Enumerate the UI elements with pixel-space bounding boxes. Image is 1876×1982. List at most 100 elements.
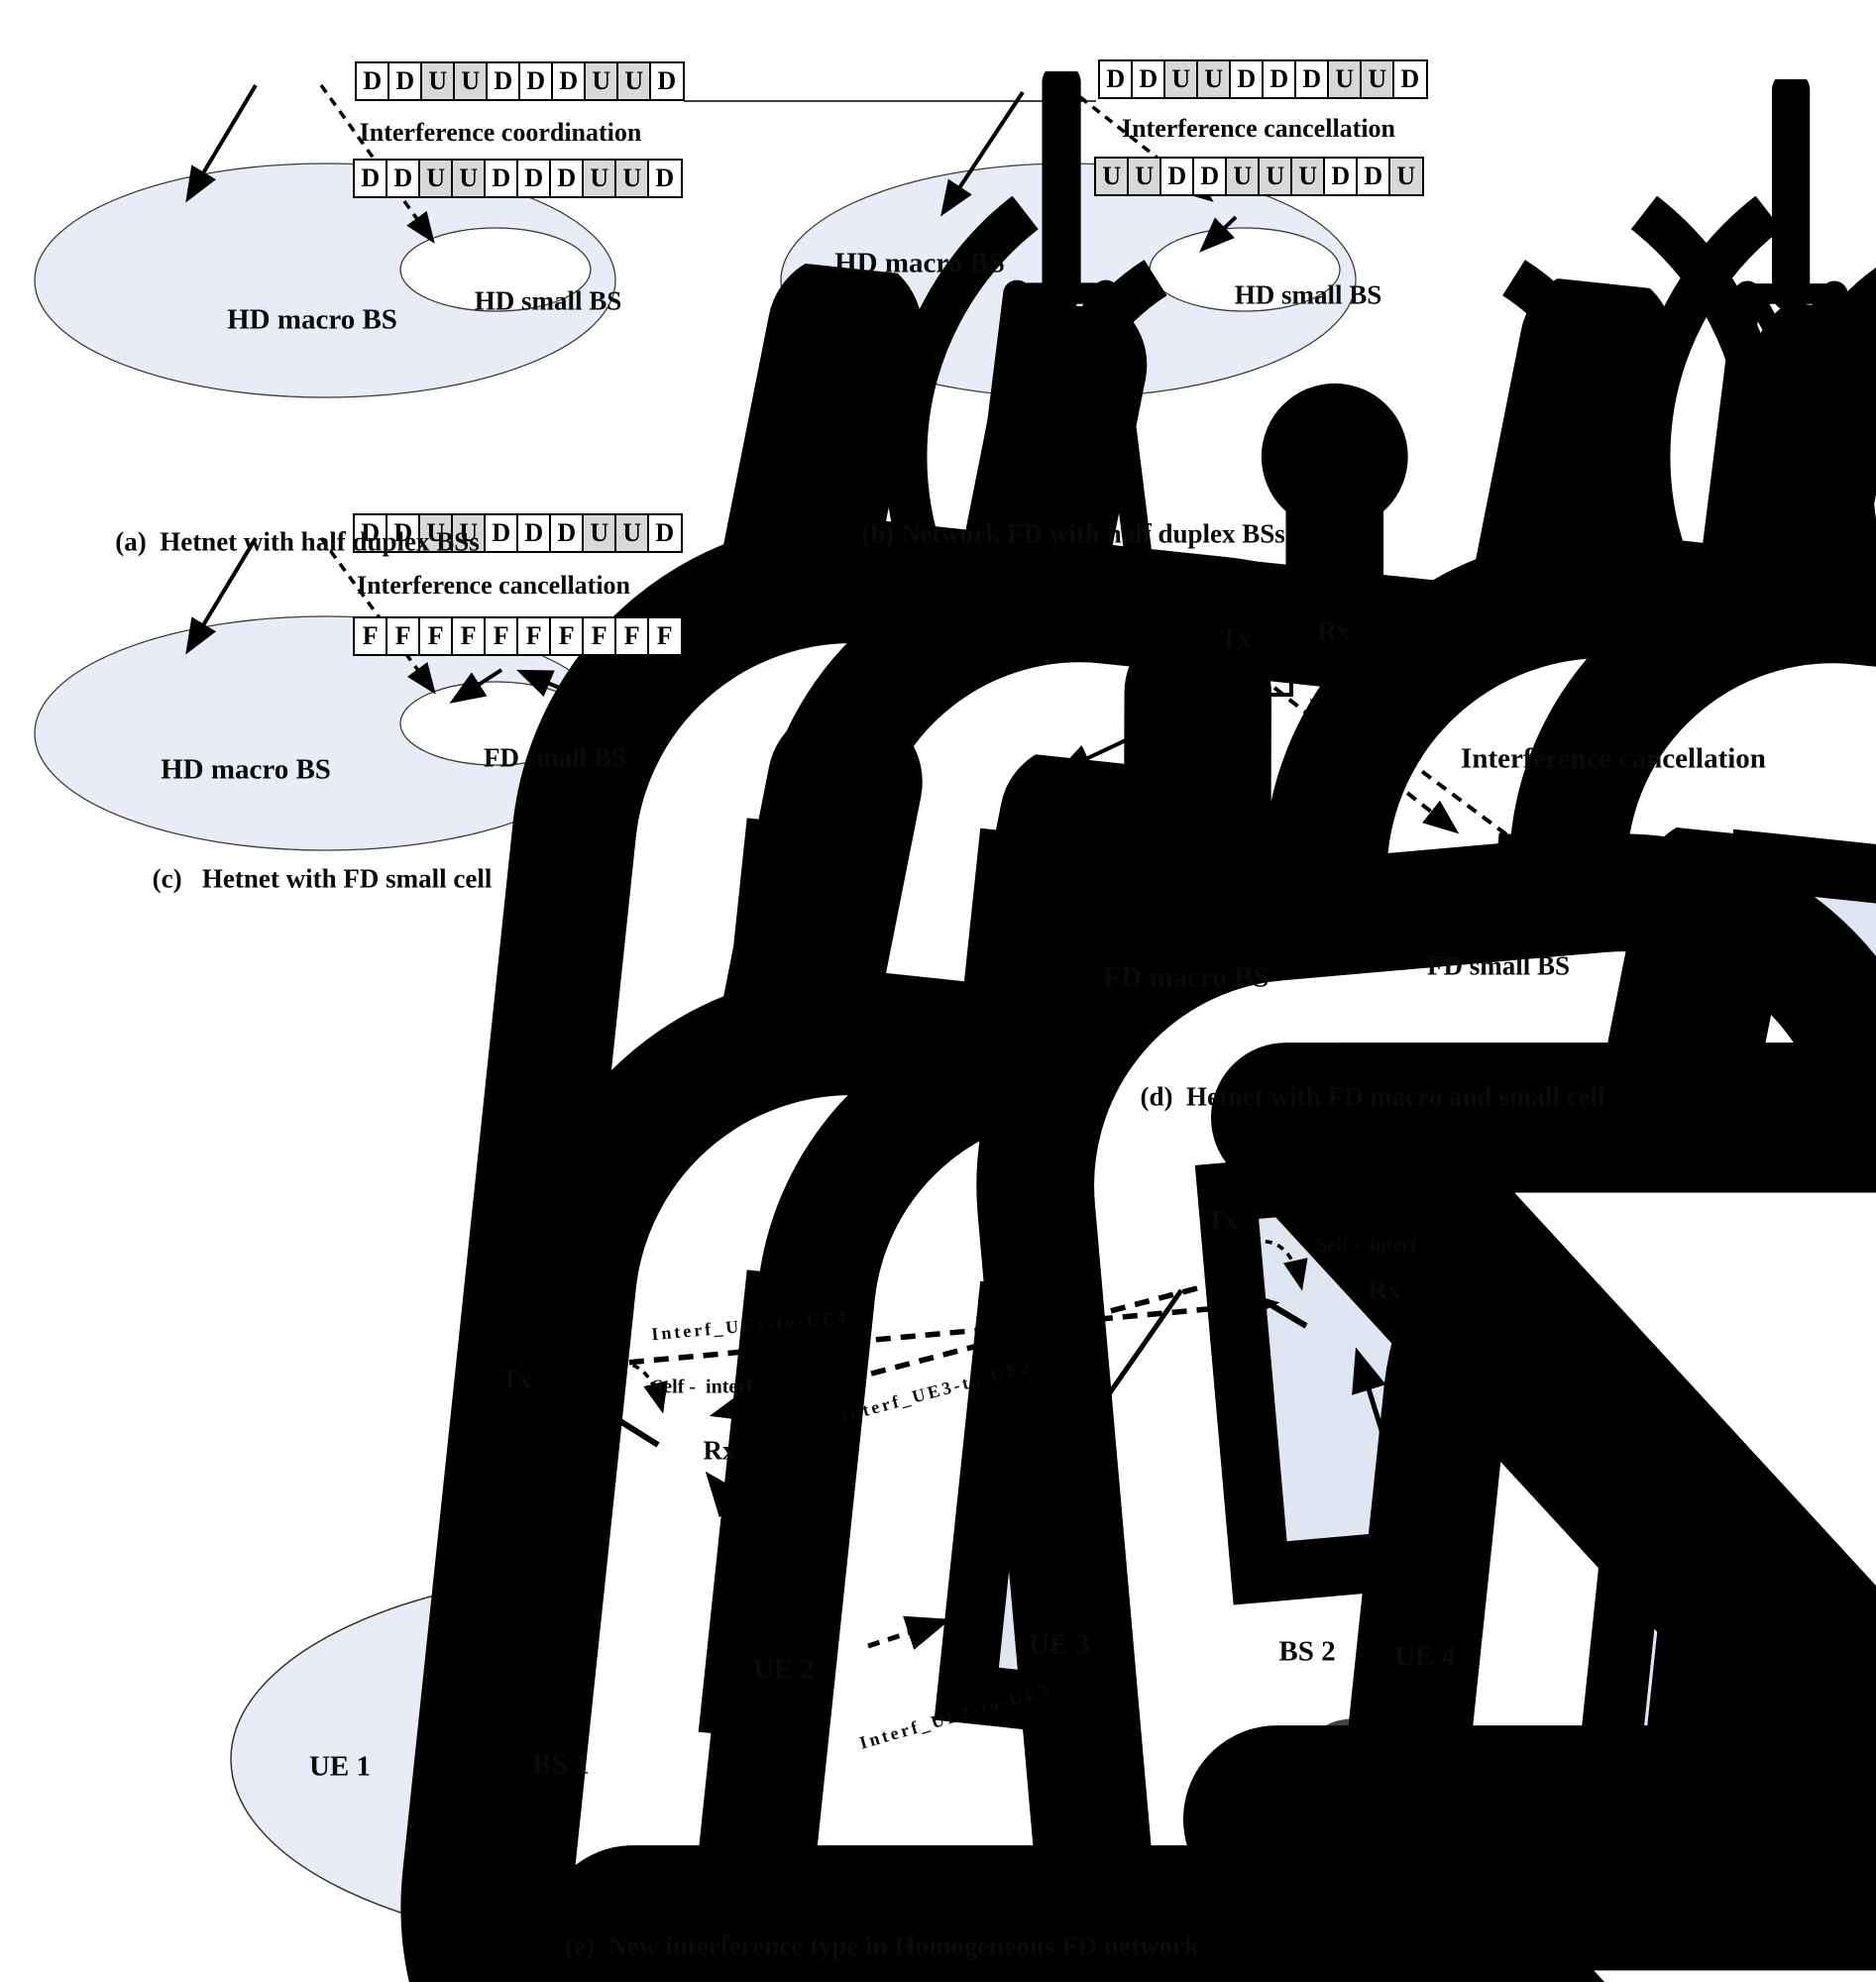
smallbs-to-rx-dashed-d [1317, 693, 1508, 836]
interference-coordination-label-a: Interference coordination [359, 118, 642, 147]
frame-cell: D [549, 159, 585, 198]
frame-cell: D [516, 159, 552, 198]
frame-cell: U [1196, 59, 1232, 99]
frame-cell: D [549, 513, 585, 553]
frame-cell: D [1392, 59, 1428, 99]
bs1-self-interf-label: Self - interf [652, 1376, 753, 1398]
frame-cell: D [647, 159, 683, 198]
downlink-arrow-b [940, 90, 1025, 217]
interf-ue3-to-ue2-dashed [709, 1285, 1198, 1423]
frame-cell: F [647, 616, 683, 656]
frame-cell: D [353, 159, 388, 198]
frame-cell: D [1159, 157, 1195, 196]
downlink-arrow-a [185, 83, 258, 203]
small-bs-label-a: HD small BS [474, 285, 622, 316]
small-cell-a [399, 227, 592, 312]
ue-to-smallbs-arrow-c [516, 669, 594, 704]
frame-cell: F [484, 616, 519, 656]
frame-cell: F [516, 616, 552, 656]
bs2-self-interference-arc [1228, 1240, 1308, 1291]
frame-cell: D [1356, 157, 1391, 196]
bs1-tx-label: Tx [500, 1364, 532, 1394]
frame-cell: D [1131, 59, 1166, 99]
smallbs-to-ue-arrow-b [1199, 215, 1238, 253]
caption-e: (e) New interference type in Homogeneous… [565, 1930, 1199, 1961]
frame-cell: D [1294, 59, 1330, 99]
antenna-bracket-bs1 [571, 1388, 660, 1448]
rx-label-d: Rx [1317, 615, 1351, 646]
bs1-self-interference-arc [584, 1362, 668, 1414]
small-bs-label-d: FD small BS [1426, 950, 1571, 981]
frame-cell: U [420, 61, 456, 101]
frame-cell: U [1225, 157, 1261, 196]
frame-cell: F [451, 616, 487, 656]
frame-cell: D [486, 61, 521, 101]
frame-cell: U [451, 159, 487, 198]
frame-cell: D [649, 61, 685, 101]
frame-cell: U [614, 159, 650, 198]
interf-ue2-to-ue3-dashed [867, 1615, 951, 1650]
tx-label-d: Tx [1220, 623, 1252, 654]
ue1-label: UE 1 [308, 1750, 372, 1783]
frame-cell: D [355, 61, 390, 101]
caption-d: (d) Hetnet with FD macro and small cell [1140, 1081, 1605, 1112]
macro-bs-label-a: HD macro BS [227, 303, 397, 336]
frame-cell: U [1127, 157, 1162, 196]
downlink-arrow-c [185, 536, 258, 655]
ue3-label: UE 3 [1028, 1628, 1091, 1661]
frame-cell: U [584, 61, 619, 101]
frame-cell: D [484, 513, 519, 553]
ue2-label: UE 2 [752, 1653, 816, 1686]
interference-cancellation-label-c: Interference cancellation [356, 571, 631, 600]
frame-cell: D [386, 513, 421, 553]
interference-cancellation-label-d: Interference cancellation [1461, 742, 1766, 775]
bs2-rx-antenna-icon [1380, 1877, 1876, 1982]
bs2-rx-label: Rx [1368, 1274, 1401, 1305]
tx-to-ue-arrow-d [1055, 692, 1226, 774]
ue4-to-bs2-rx-arrow [1352, 1347, 1414, 1527]
tx-to-smallbs-dashed-d [1272, 686, 1460, 834]
frame-cell: D [387, 61, 423, 101]
macro-bs-label-d: FD macro BS [1103, 961, 1269, 994]
caption-b: (b) Network FD with half duplex BSs [861, 518, 1285, 549]
frame-cell: U [1327, 59, 1363, 99]
frame-cell: D [518, 61, 554, 101]
frame-cell: D [1323, 157, 1359, 196]
interference-dashed-b [1078, 95, 1214, 202]
interference-arrows [319, 83, 1508, 1650]
bs2-label: BS 2 [1278, 1635, 1336, 1668]
frame-cell: D [551, 61, 587, 101]
frame-cell: D [1229, 59, 1265, 99]
smallbs-to-ue-arrow-c [449, 668, 503, 704]
macro-bs-label-b: HD macro BS [834, 247, 1005, 279]
frame-cell: F [582, 616, 617, 656]
ue-to-smallbs-arrow-d [1530, 855, 1599, 891]
frame-cell: U [1258, 157, 1293, 196]
frame-cell: U [1388, 157, 1424, 196]
caption-c: (c) Hetnet with FD small cell [152, 863, 493, 894]
frame-cell: U [614, 513, 650, 553]
frame-cell: U [582, 513, 617, 553]
frame-cell: U [1094, 157, 1130, 196]
small-bs-label-b: HD small BS [1234, 279, 1382, 310]
frame-cell: U [453, 61, 489, 101]
frame-cell: D [516, 513, 552, 553]
frame-cell: D [1098, 59, 1134, 99]
macro-cell-a [34, 163, 616, 398]
bs2-self-interf-label: Self - interf [1316, 1234, 1417, 1257]
frame-cell: U [1360, 59, 1395, 99]
ue2-to-bs1-rx-arrow [705, 1471, 838, 1637]
bs2-tx-to-ue3-arrow [977, 1288, 1184, 1584]
frame-cell: U [1290, 157, 1326, 196]
frame-cell: D [484, 159, 519, 198]
bs2-tx-label: Tx [1206, 1204, 1238, 1235]
frame-cell: D [1262, 59, 1297, 99]
frame-cell: F [614, 616, 650, 656]
